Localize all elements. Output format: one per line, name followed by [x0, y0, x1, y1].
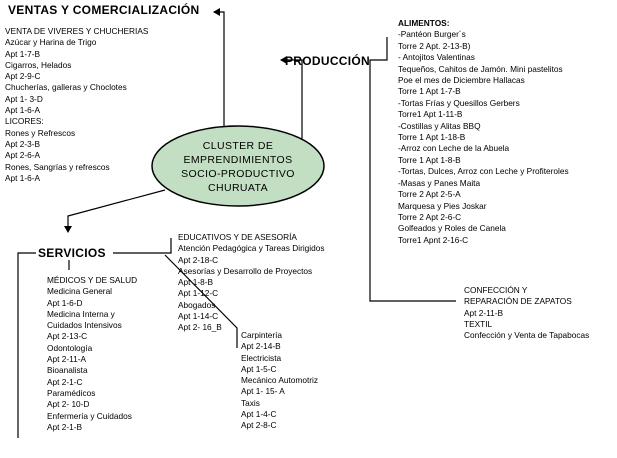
list-item: Paramédicos	[47, 387, 96, 398]
list-item: Apt 2-3-B	[5, 138, 41, 149]
list-item: Torre 1 Apt 1-18-B	[398, 132, 466, 143]
list-item: REPARACIÓN DE ZAPATOS	[464, 296, 572, 307]
list-item: Taxis	[241, 397, 260, 408]
list-item: Asesorías y Desarrollo de Proyectos	[178, 265, 313, 276]
list-item: MÉDICOS Y DE SALUD	[47, 275, 138, 285]
list-item: Apt 1-14-C	[178, 311, 219, 322]
list-item: TEXTIL	[464, 318, 493, 329]
list-item: Torre 1 Apt 1-7-B	[398, 86, 461, 97]
heading-servicios: SERVICIOS	[38, 246, 106, 260]
list-item: Apt 1-5-C	[241, 363, 277, 374]
list-item: Apt 2-6-A	[5, 150, 41, 161]
list-item: EDUCATIVOS Y DE ASESORÍA	[178, 232, 297, 242]
list-item: Apt 2-1-C	[47, 376, 83, 387]
list-item: Apt 2-1-B	[47, 421, 83, 432]
connector-ventas	[213, 8, 225, 126]
list-item: Apt 2-11-A	[47, 354, 87, 365]
list-item: Carpintería	[241, 330, 283, 340]
list-item: Apt 1-12-C	[178, 288, 219, 299]
connector-servicios	[64, 189, 166, 233]
list-item: Apt 2-14-B	[241, 341, 281, 352]
connector-produccion	[280, 56, 303, 140]
list-educativos: EDUCATIVOS Y DE ASESORÍA Atención Pedagó…	[178, 232, 325, 334]
list-item: Marquesa y Pies Joskar	[398, 200, 487, 211]
list-item: LICORES:	[5, 116, 44, 127]
center-label-line: SOCIO-PRODUCTIVO	[181, 168, 295, 180]
list-alimentos: ALIMENTOS: -Pantéon Burger´s Torre 2 Apt…	[398, 18, 569, 246]
list-item: Apt 1-7-B	[5, 48, 41, 59]
list-medicos: MÉDICOS Y DE SALUD Medicina General Apt …	[47, 275, 137, 433]
heading-ventas: VENTAS Y COMERCIALIZACIÓN	[8, 3, 200, 17]
list-item: Apt 2-8-C	[241, 420, 277, 431]
list-item: Golfeados y Roles de Canela	[398, 223, 506, 234]
list-item: -Pantéon Burger´s	[398, 29, 466, 40]
list-item: Odontología	[47, 342, 93, 353]
center-label-line: CHURUATA	[208, 182, 268, 194]
list-item: Enfermería y Cuidados	[47, 410, 132, 421]
list-item: Atención Pedagógica y Tareas Dirigidos	[178, 243, 325, 254]
bracket-produccion	[369, 37, 456, 302]
list-item: Apt 2- 16_B	[178, 322, 222, 333]
center-label: CLUSTER DE EMPRENDIMIENTOS SOCIO-PRODUCT…	[150, 126, 326, 208]
list-item: CONFECCIÓN Y	[464, 285, 528, 295]
list-item: Tequeños, Cahitos de Jamón. Mini pasteli…	[398, 63, 563, 74]
bracket-oficios	[164, 254, 238, 348]
center-ellipse	[151, 125, 325, 207]
list-item: Mecánico Automotriz	[241, 375, 319, 386]
list-item: Apt 2-18-C	[178, 254, 219, 265]
list-item: Poe el mes de Diciembre Hallacas	[398, 75, 525, 86]
list-item: -Tortas Frías y Quesillos Gerbers	[398, 97, 520, 108]
list-item: Torre1 Apt 1-11-B	[398, 109, 463, 120]
list-item: Bioanalista	[47, 365, 88, 376]
list-confeccion: CONFECCIÓN Y REPARACIÓN DE ZAPATOS Apt 2…	[464, 285, 589, 341]
list-item: Apt 1-6-D	[47, 297, 83, 308]
list-item: -Arroz con Leche de la Abuela	[398, 143, 510, 154]
list-ventas: VENTA DE VIVERES Y CHUCHERIAS Azúcar y H…	[5, 26, 148, 184]
list-item: Chucherías, galleras y Choclotes	[5, 82, 127, 93]
list-item: Apt 2-13-C	[47, 331, 88, 342]
list-item: Apt 2- 10-D	[47, 399, 90, 410]
list-item: VENTA DE VIVERES Y CHUCHERIAS	[5, 26, 149, 36]
list-item: Azúcar y Harina de Trigo	[5, 37, 97, 48]
list-item: Rones y Refrescos	[5, 127, 76, 138]
list-item: Apt 1- 15- A	[241, 386, 285, 397]
list-item: Electricista	[241, 352, 282, 363]
list-item: Cigarros, Helados	[5, 59, 72, 70]
list-item: Medicina Interna y	[47, 308, 115, 319]
list-item: Confección y Venta de Tapabocas	[464, 330, 590, 341]
list-item: -Tortas, Dulces, Arroz con Leche y Profi…	[398, 166, 569, 177]
list-item: Apt 1- 3-D	[5, 93, 43, 104]
list-item: ALIMENTOS:	[398, 18, 450, 28]
list-item: Apt 2-9-C	[5, 71, 41, 82]
list-item: Torre 2 Apt. 2-13-B)	[398, 40, 471, 51]
bracket-servicios-left	[17, 252, 36, 438]
list-item: Cuidados Intensivos	[47, 320, 122, 331]
list-item: Apt 1-8-B	[178, 277, 214, 288]
list-item: Torre1 Apnt 2-16-C	[398, 234, 469, 245]
list-item: Apt 2-11-B	[464, 307, 504, 318]
list-item: Apt 1-6-A	[5, 105, 41, 116]
list-item: Torre 2 Apt 2-6-C	[398, 211, 462, 222]
list-item: Medicina General	[47, 286, 113, 297]
list-item: Rones, Sangrías y refrescos	[5, 161, 110, 172]
center-label-line: CLUSTER DE	[202, 140, 274, 152]
list-item: Abogados	[178, 299, 216, 310]
list-item: Apt 1-4-C	[241, 409, 277, 420]
list-oficios: Carpintería Apt 2-14-B Electricista Apt …	[241, 330, 318, 432]
heading-produccion: PRODUCCIÓN	[285, 54, 371, 68]
center-label-line: EMPRENDIMIENTOS	[183, 154, 293, 166]
bracket-servicios-right	[113, 238, 172, 254]
list-item: Apt 1-6-A	[5, 172, 41, 183]
list-item: -Costillas y Alitas BBQ	[398, 120, 481, 131]
list-item: Torre 2 Apt 2-5-A	[398, 189, 461, 200]
list-item: Torre 1 Apt 1-8-B	[398, 154, 461, 165]
list-item: -Masas y Panes Maita	[398, 177, 481, 188]
list-item: - Antojitos Valentinas	[398, 52, 475, 63]
